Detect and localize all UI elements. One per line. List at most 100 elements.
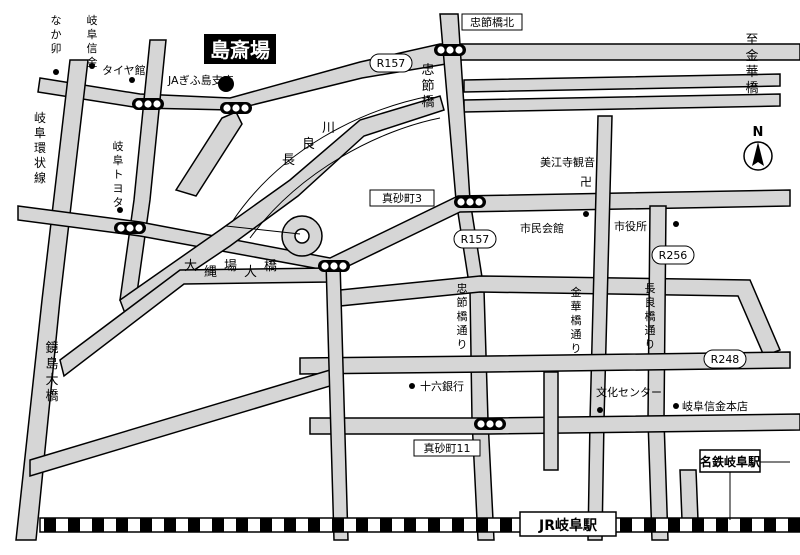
svg-text:R256: R256 — [659, 249, 688, 262]
traffic-signal-icon — [220, 102, 252, 114]
traffic-signal-icon — [434, 44, 466, 56]
jr-railway — [39, 517, 800, 533]
jr-tie — [380, 518, 392, 532]
nagara-dori-label: 長良橋通り — [645, 282, 656, 351]
jr-tie — [116, 518, 128, 532]
shinkin-honten-marker — [673, 403, 679, 409]
svg-text:真砂町3: 真砂町3 — [382, 191, 422, 205]
venue-marker — [218, 76, 234, 92]
shiyakusho-marker — [673, 221, 679, 227]
jr-tie — [236, 518, 248, 532]
svg-text:忠節橋北: 忠節橋北 — [470, 15, 514, 29]
jr-tie — [188, 518, 200, 532]
kagami-bridge-label: 鏡島大橋 — [45, 341, 58, 404]
chuusetsu-bridge-label: 忠節橋 — [421, 63, 434, 110]
kannon-symbol: 卍 — [580, 175, 592, 189]
jr-tie — [788, 518, 800, 532]
jr-tie — [404, 518, 416, 532]
jr-tie — [356, 518, 368, 532]
oonawaba-bridge-label: 大縄場大橋 — [184, 259, 277, 280]
road-r248 — [299, 351, 791, 375]
shimin-kaikan-label: 市民会館 — [520, 221, 564, 235]
road-kanjou — [15, 59, 89, 541]
road-oonawaba — [59, 267, 331, 378]
jr-tie — [692, 518, 704, 532]
compass: N — [743, 125, 773, 171]
meitetsu-railway — [729, 461, 790, 520]
traffic-signal-icon — [454, 196, 486, 208]
shiyakusho-label: 市役所 — [614, 219, 647, 233]
r157-south-label: R157 — [453, 229, 497, 249]
jr-tie — [212, 518, 224, 532]
r157-north-label: R157 — [369, 53, 413, 73]
road-east-upper — [463, 73, 781, 93]
venue-label-box: 島斎場 — [204, 34, 276, 64]
jr-tie — [284, 518, 296, 532]
jr-tie — [260, 518, 272, 532]
juroku-label: 十六銀行 — [420, 379, 464, 393]
jr-tie — [332, 518, 344, 532]
svg-text:R248: R248 — [711, 353, 740, 366]
r256-label: R256 — [651, 245, 695, 265]
jr-tie — [308, 518, 320, 532]
svg-text:JR岐阜駅: JR岐阜駅 — [538, 517, 598, 534]
bunka-center-label: 文化センター — [596, 385, 662, 399]
mie-kannon-label: 美江寺観音 — [540, 155, 595, 169]
venue-title: 島斎場 — [210, 38, 270, 62]
shimin-kaikan-marker — [583, 211, 589, 217]
jr-tie — [500, 518, 512, 532]
nakau-label: なか卯 — [51, 14, 62, 55]
tire-label: タイヤ館 — [102, 63, 146, 77]
compass-label: N — [753, 125, 764, 140]
road-masago3 — [17, 189, 791, 273]
kanjou-label: 岐阜環状線 — [34, 111, 46, 185]
roundabout-center — [294, 228, 310, 244]
river-bank-north — [231, 95, 431, 223]
gifu-shinkin-label: 岐阜信金 — [87, 14, 98, 69]
jr-tie — [92, 518, 104, 532]
toyota-marker — [117, 207, 123, 213]
traffic-signal-icon — [132, 98, 164, 110]
jr-tie — [44, 518, 56, 532]
river-embankment — [225, 225, 301, 235]
road-r157-main — [439, 13, 495, 541]
chuusetsu-dori-label: 忠節橋通り — [457, 282, 468, 351]
to-kinka-label: 至金華橋 — [745, 33, 758, 96]
jr-track — [39, 517, 800, 533]
masago11-label: 真砂町11 — [413, 439, 481, 457]
jr-tie — [68, 518, 80, 532]
road-short-v3 — [679, 469, 699, 521]
traffic-signal-icon — [114, 222, 146, 234]
road-network — [15, 13, 800, 541]
traffic-signal-icon — [474, 418, 506, 430]
jr-tie — [764, 518, 776, 532]
traffic-signals — [114, 44, 506, 430]
juroku-marker — [409, 383, 415, 389]
toyota-label: 岐阜トヨタ — [113, 140, 124, 209]
jr-tie — [740, 518, 752, 532]
kinka-dori-label: 金華橋通り — [571, 285, 582, 355]
river-bank-south — [249, 117, 441, 239]
ja-label: JAぎふ島支店 — [167, 73, 234, 87]
meitetsu-station-label: 名鉄岐阜駅 — [699, 449, 761, 473]
svg-text:真砂町11: 真砂町11 — [424, 441, 471, 455]
jr-tie — [620, 518, 632, 532]
chuusetsu-north-label: 忠節橋北 — [461, 13, 523, 31]
road-east-lower — [463, 93, 781, 113]
bunka-center-marker — [597, 407, 603, 413]
svg-text:名鉄岐阜駅: 名鉄岐阜駅 — [700, 454, 761, 469]
tire-marker — [129, 77, 135, 83]
jr-ties — [44, 518, 800, 532]
road-toyota — [119, 39, 167, 301]
road-kagami-diag — [29, 368, 331, 478]
jr-tie — [716, 518, 728, 532]
road-short-v2 — [543, 371, 559, 471]
jr-station-label: JR岐阜駅 — [519, 511, 617, 537]
road-bridge-diagonal2 — [174, 111, 243, 197]
jr-tie — [428, 518, 440, 532]
jr-tie — [452, 518, 464, 532]
gifu-shinkin-marker — [89, 63, 95, 69]
r248-label: R248 — [703, 349, 747, 369]
jr-tie — [644, 518, 656, 532]
